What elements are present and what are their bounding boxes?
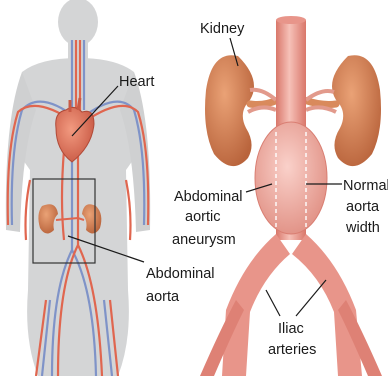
label-aneurysm-2: aortic: [185, 209, 220, 225]
label-heart: Heart: [119, 74, 154, 90]
label-abdominal-aorta-2: aorta: [146, 289, 180, 305]
label-normal-1: Normal: [343, 178, 388, 194]
label-aneurysm-1: Abdominal: [174, 189, 243, 205]
label-iliac-2: arteries: [268, 342, 316, 358]
label-normal-2: aorta: [346, 199, 380, 215]
label-kidney: Kidney: [200, 21, 245, 37]
label-iliac-1: Iliac: [278, 321, 304, 337]
label-abdominal-aorta-1: Abdominal: [146, 266, 215, 282]
label-aneurysm-3: aneurysm: [172, 232, 236, 248]
label-normal-3: width: [345, 220, 380, 236]
aneurysm-bulge: [255, 122, 327, 234]
